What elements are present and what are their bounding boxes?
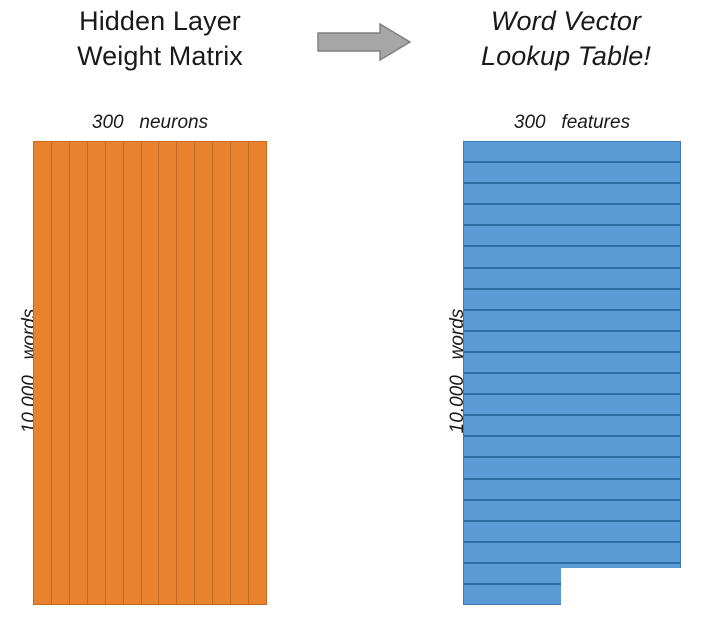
weight-matrix-column [34,142,52,604]
lookup-table-row [464,458,680,480]
weight-matrix-column [249,142,266,604]
word-vector-lookup-table [463,141,681,605]
right-panel-column-caption: 300 features [513,112,631,133]
lookup-table-row [464,184,680,206]
lookup-table-row [464,395,680,417]
weight-matrix-column [231,142,250,604]
lookup-table-row [464,163,680,185]
weight-matrix-column [142,142,160,604]
lookup-table-row [464,543,680,564]
weight-matrix-column [124,142,142,604]
lookup-table-row [464,522,680,543]
lookup-table-row [464,205,680,227]
lookup-table-row [464,269,680,290]
weight-matrix-column [88,142,106,604]
lookup-table-row [464,332,680,353]
lookup-table-row [464,501,680,522]
lookup-table-row [464,416,680,438]
weight-matrix-column [106,142,124,604]
left-panel-column-caption: 300 neurons [91,112,209,133]
lookup-table-row [464,437,680,459]
lookup-table-row [464,374,680,396]
lookup-table-row [464,226,680,248]
arrow-right-icon [316,22,412,62]
lookup-table-row [464,290,680,311]
occluding-white-rectangle [561,568,709,621]
weight-matrix-column [52,142,70,604]
lookup-table-row [464,142,680,164]
lookup-table-row [464,353,680,375]
weight-matrix-column [177,142,196,604]
lookup-table-row [464,480,680,501]
lookup-table-row [464,247,680,269]
weight-matrix-column [70,142,88,604]
weight-matrix-column [195,142,214,604]
hidden-layer-weight-matrix [33,141,267,605]
right-panel-title: Word Vector Lookup Table! [481,6,651,71]
weight-matrix-column [213,142,232,604]
weight-matrix-column [159,142,178,604]
lookup-table-row [464,311,680,332]
left-panel-title: Hidden Layer Weight Matrix [77,6,243,71]
